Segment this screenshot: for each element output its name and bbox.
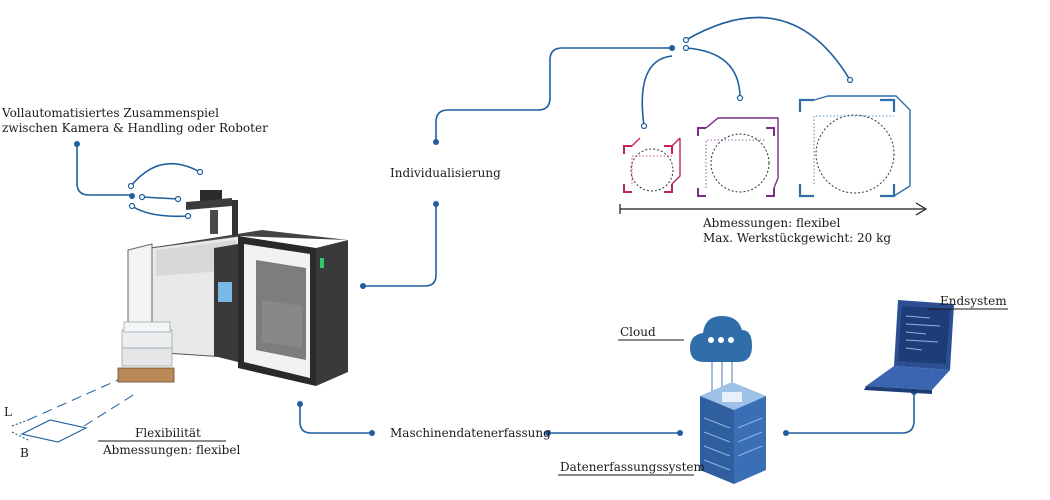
connector-automation-hub <box>76 144 132 196</box>
machine-data-label: Maschinendatenerfassung <box>390 426 551 440</box>
connector-individualisierung-hub <box>435 47 672 142</box>
dot-individualisierung-bottom <box>433 201 439 207</box>
arc-camera-3 <box>131 205 189 218</box>
dot-machine-right <box>360 283 366 289</box>
cloud-icon <box>690 316 752 394</box>
dot-automation <box>74 141 80 147</box>
flexibility-dimensions-label: Abmessungen: flexibel <box>103 443 241 457</box>
dot-individualisierung-top <box>433 139 439 145</box>
dimensions-flexible-label: Abmessungen: flexibel <box>703 216 841 230</box>
connector-lines <box>76 16 915 434</box>
dot-hub <box>669 45 675 51</box>
dot-machine-bottom <box>297 401 303 407</box>
connector-dots <box>74 45 917 436</box>
arc-camera-2 <box>141 196 179 200</box>
workpiece-box-small <box>623 137 681 193</box>
individualisierung-label: Individualisierung <box>390 166 501 180</box>
server-icon <box>700 382 766 484</box>
automation-label-line1: Vollautomatisiertes Zusammenspiel <box>2 106 219 120</box>
data-acquisition-label: Datenerfassungssystem <box>560 460 705 474</box>
max-weight-label: Max. Werkstückgewicht: 20 kg <box>703 231 892 245</box>
arc-hub-large <box>685 16 851 81</box>
arc-hub-small <box>641 55 673 127</box>
flexibility-label: Flexibilität <box>135 426 201 440</box>
flex-footprint <box>11 419 88 443</box>
automation-label-line2: zwischen Kamera & Handling oder Roboter <box>2 121 268 135</box>
arc-hub-medium <box>685 47 741 99</box>
laptop-icon <box>864 300 954 394</box>
endsystem-label: Endsystem <box>940 294 1007 308</box>
machine-illustration <box>27 190 348 427</box>
dot-server-left <box>677 430 683 436</box>
connector-machine-individualisierung <box>363 204 437 287</box>
connector-machine-maschinendaten <box>299 404 372 434</box>
dot-maschinendaten-left <box>369 430 375 436</box>
dot-server-right <box>783 430 789 436</box>
dot-camera-hub <box>129 193 135 199</box>
workpiece-box-medium <box>697 117 779 197</box>
dot-maschinendaten-right <box>545 430 551 436</box>
hollow-dots <box>127 36 854 220</box>
connector-server-laptop <box>786 392 915 434</box>
dimension-L-label: L <box>4 405 12 419</box>
cloud-label: Cloud <box>620 325 656 339</box>
dimension-arrow <box>619 202 928 216</box>
dimension-B-label: B <box>20 446 29 460</box>
arc-camera-1 <box>130 162 201 187</box>
workpiece-box-large <box>798 95 911 198</box>
